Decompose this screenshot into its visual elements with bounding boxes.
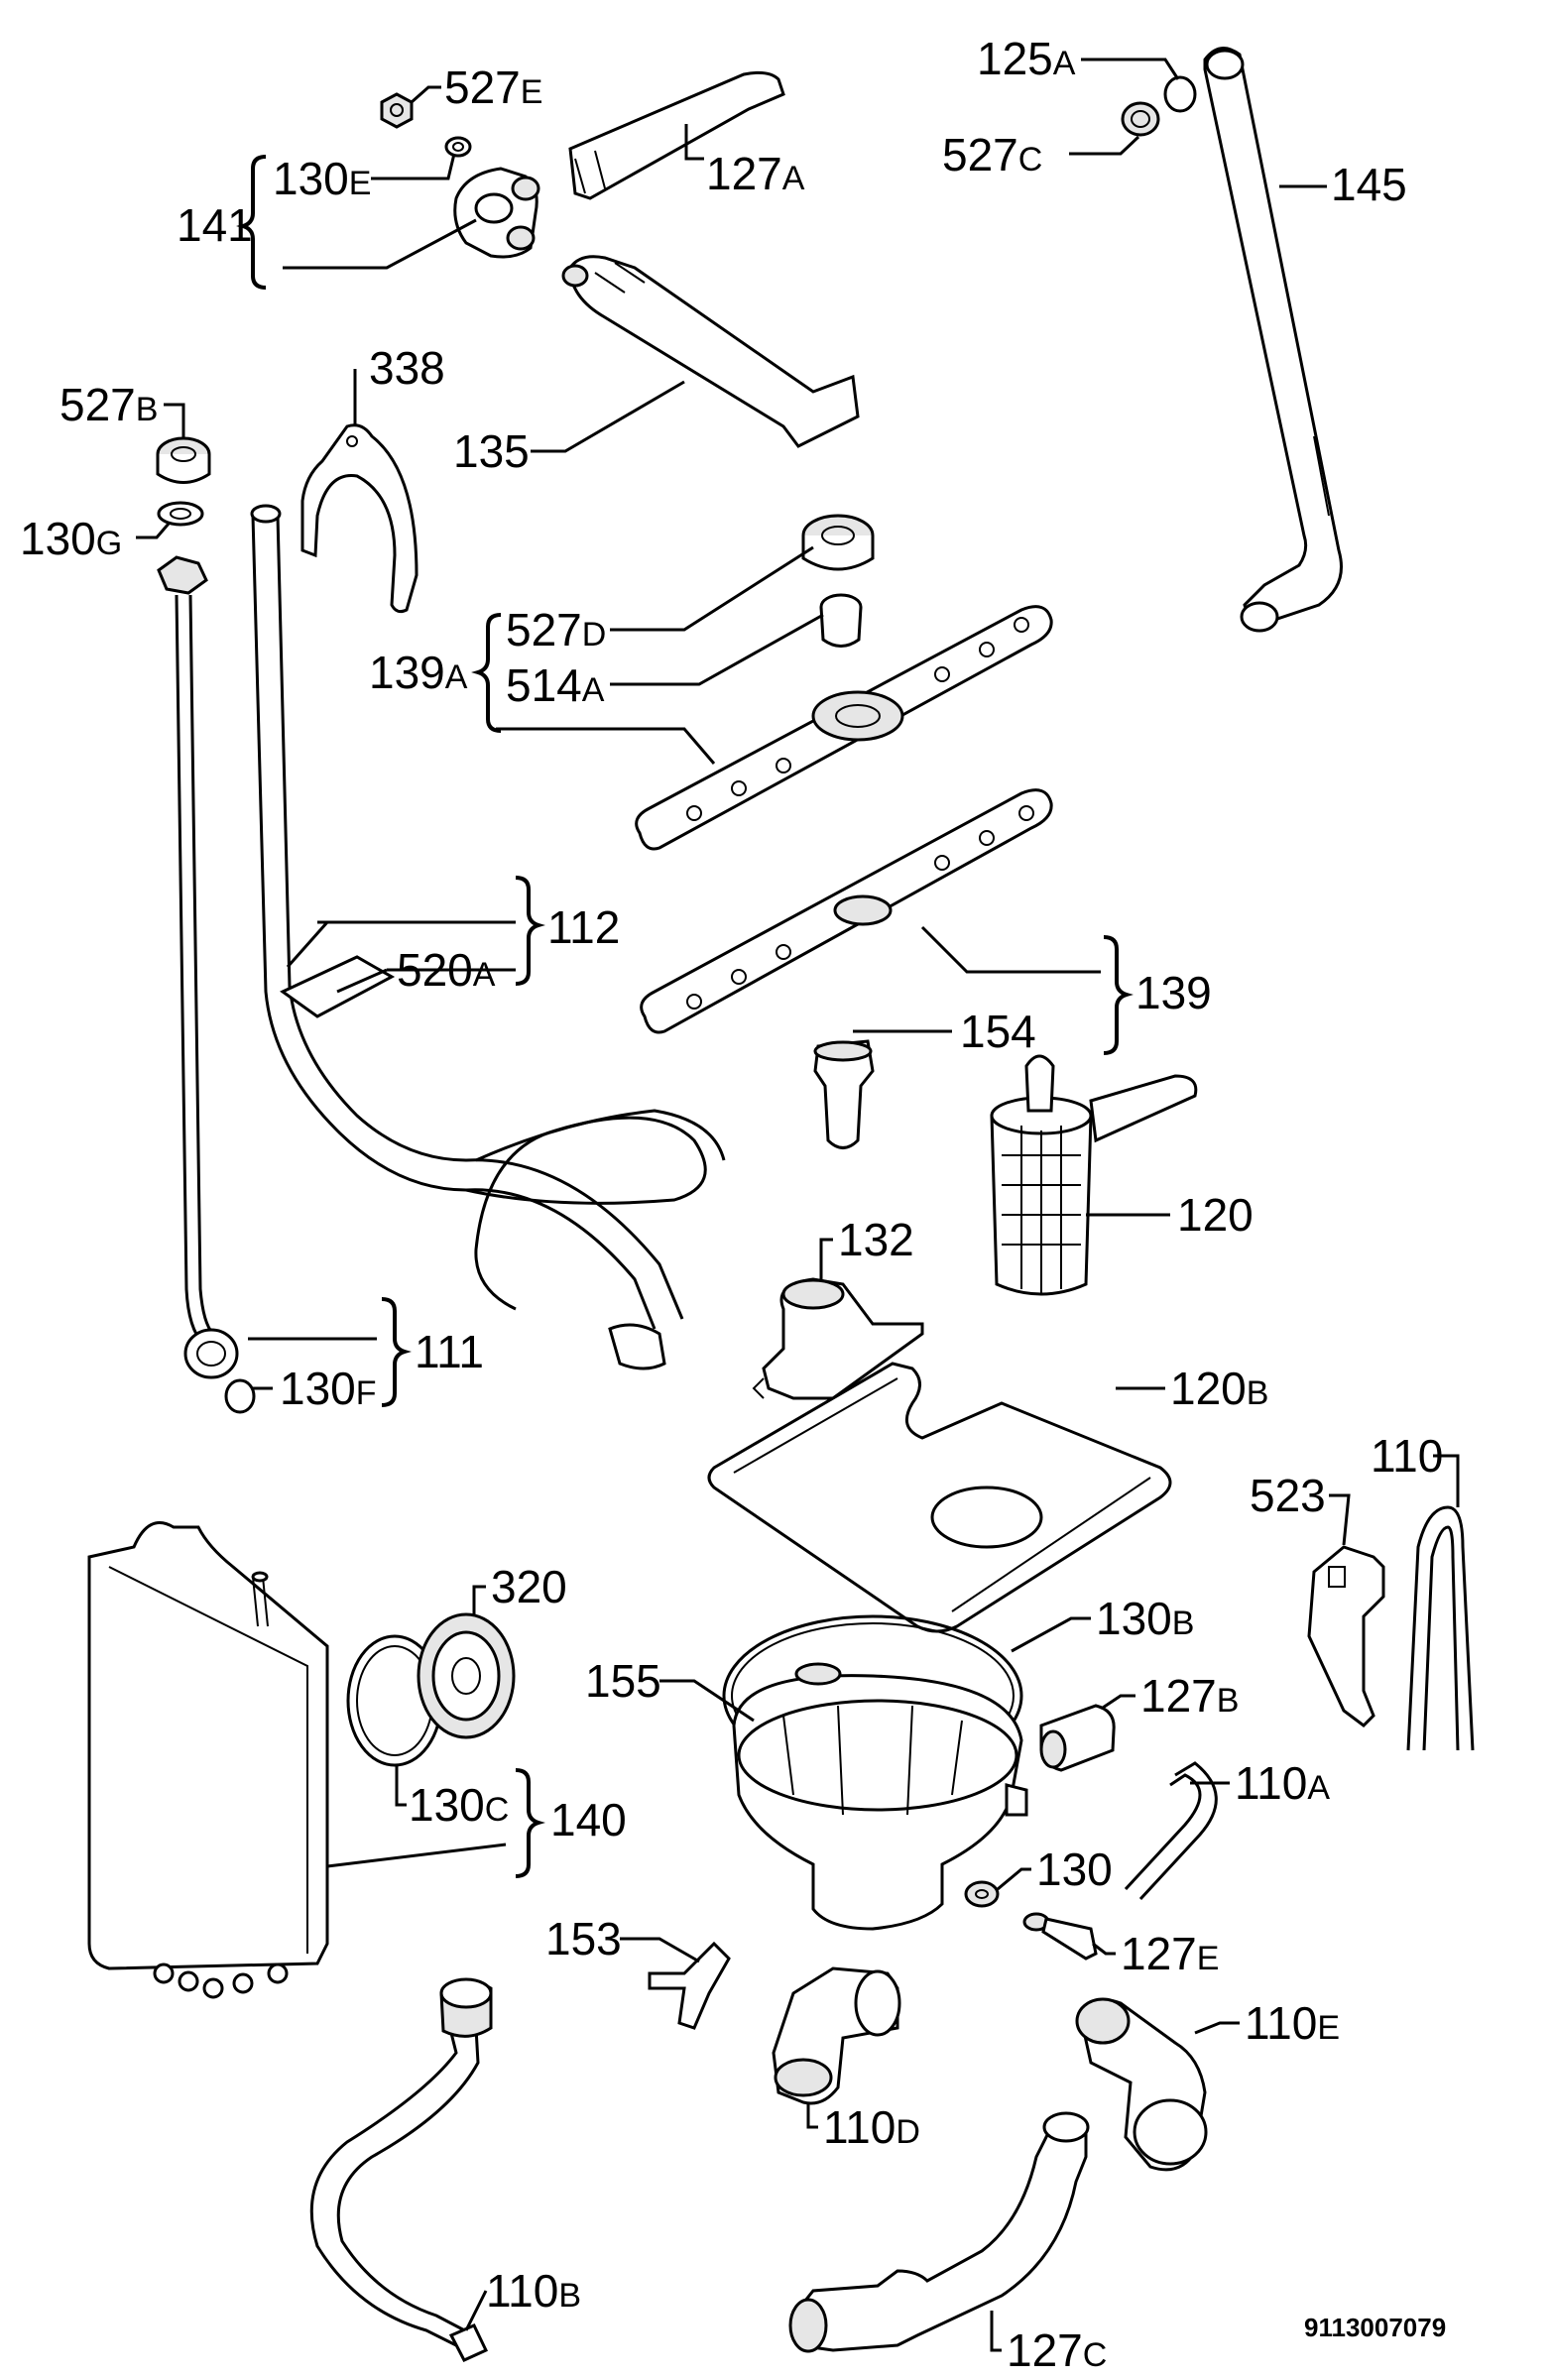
elbow-110d: [772, 1966, 901, 2105]
filter-plate-120b: [707, 1362, 1172, 1633]
drain-hose-112: [250, 504, 726, 1370]
label-127c: 127C: [1007, 2324, 1108, 2376]
sleeve-127b: [1039, 1704, 1116, 1772]
label-527e: 527E: [444, 61, 543, 113]
washer-130e: [444, 136, 472, 158]
braces: [236, 155, 1134, 1878]
hose-110a: [1124, 1761, 1218, 1901]
bracket-523: [1307, 1545, 1385, 1727]
bracket-338: [300, 423, 418, 614]
label-320: 320: [491, 1561, 567, 1612]
label-127a: 127A: [706, 148, 805, 199]
nut-527b: [156, 436, 211, 484]
label-130e: 130E: [273, 153, 372, 204]
label-135: 135: [453, 425, 530, 477]
label-112: 112: [547, 901, 621, 953]
label-140: 140: [550, 1794, 627, 1845]
pipe-127c: [788, 2111, 1090, 2353]
label-120b: 120B: [1170, 1363, 1269, 1414]
part-153: [648, 1941, 731, 2030]
hose-110: [1406, 1505, 1475, 1751]
washer-130: [964, 1880, 1000, 1908]
spray-arm-139a: [635, 605, 1053, 851]
elbow-110e: [1075, 1997, 1208, 2172]
label-130g: 130G: [20, 513, 123, 564]
manifold-141: [453, 167, 540, 259]
label-110b: 110B: [486, 2265, 582, 2317]
label-153: 153: [545, 1913, 622, 1964]
hose-110b: [309, 1977, 493, 2362]
label-111: 111: [415, 1326, 484, 1377]
label-338: 338: [369, 342, 445, 394]
nut-527c: [1121, 101, 1160, 137]
label-145: 145: [1331, 159, 1407, 210]
sump-155: [732, 1662, 1028, 1931]
label-127b: 127B: [1140, 1670, 1240, 1722]
inlet-hose-111: [157, 555, 256, 1414]
label-520a: 520A: [397, 944, 496, 996]
nut-527e: [380, 92, 414, 129]
label-120: 120: [1177, 1189, 1254, 1241]
pipe-145: [1203, 47, 1343, 633]
pipe-127a: [568, 70, 785, 200]
label-130: 130: [1036, 1844, 1113, 1895]
label-130f: 130F: [280, 1363, 377, 1414]
label-130b: 130B: [1096, 1593, 1195, 1644]
label-523: 523: [1250, 1470, 1326, 1521]
label-127e: 127E: [1121, 1928, 1220, 1979]
label-132: 132: [838, 1214, 914, 1265]
filter-120: [990, 1054, 1198, 1296]
tank-140: [87, 1521, 329, 1999]
washer-125a: [1163, 75, 1197, 113]
label-141: 141: [177, 199, 253, 251]
part-154: [813, 1039, 875, 1149]
leader-lines: [136, 58, 1460, 2352]
label-514a: 514A: [506, 659, 605, 711]
part-132: [752, 1277, 924, 1400]
label-527b: 527B: [60, 379, 159, 430]
disc-320: [417, 1612, 516, 1739]
washer-130g: [157, 501, 204, 527]
spray-arm-139: [640, 788, 1053, 1034]
label-527d: 527D: [506, 604, 607, 655]
part-127e: [1022, 1912, 1098, 1961]
part-514a: [819, 593, 863, 648]
label-125a: 125A: [977, 33, 1076, 84]
label-110e: 110E: [1245, 1997, 1341, 2049]
label-110: 110: [1371, 1430, 1444, 1482]
label-154: 154: [960, 1006, 1036, 1057]
spray-support-135: [561, 255, 860, 448]
label-155: 155: [585, 1655, 661, 1707]
nut-527d: [801, 514, 875, 571]
label-110d: 110D: [823, 2101, 920, 2153]
label-139: 139: [1135, 967, 1212, 1018]
label-527c: 527C: [942, 129, 1043, 180]
label-130c: 130C: [409, 1779, 510, 1831]
label-139a: 139A: [369, 647, 468, 698]
label-110a: 110A: [1235, 1757, 1331, 1809]
document-id: 9113007079: [1304, 2313, 1447, 2342]
